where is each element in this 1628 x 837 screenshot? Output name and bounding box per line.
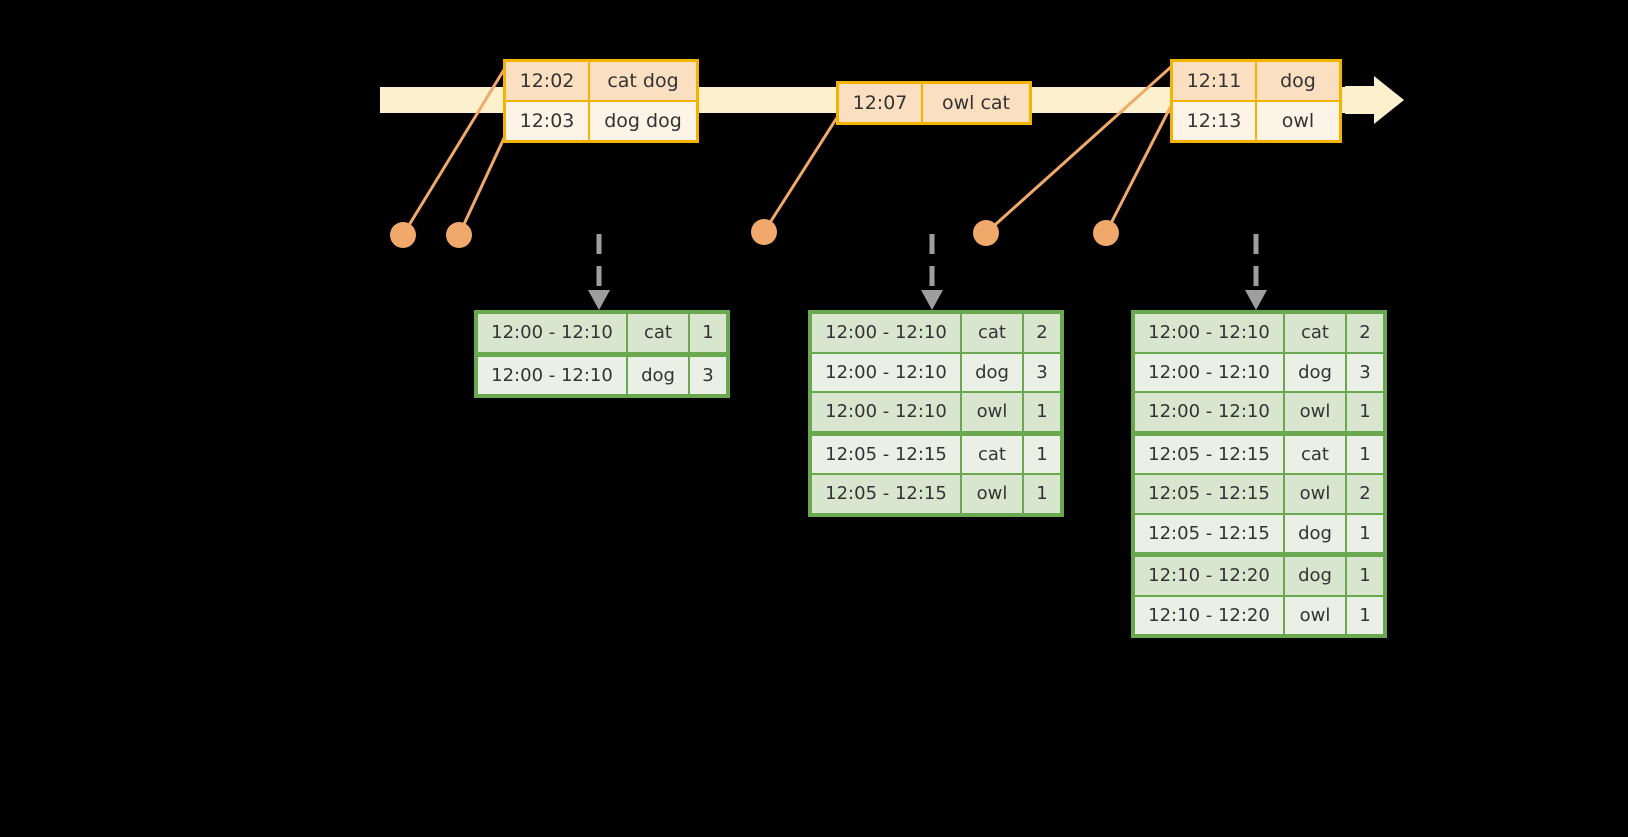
cell-word: cat (1285, 435, 1345, 473)
cell-window: 12:00 - 12:10 (812, 393, 960, 431)
dashed-arrow-2 (921, 234, 943, 310)
event-words: owl (1257, 102, 1339, 140)
cell-count: 1 (1347, 514, 1383, 552)
cell-word: owl (1285, 596, 1345, 634)
event-group-2: 12:07 owl cat (836, 81, 1032, 125)
cell-window: 12:00 - 12:10 (812, 314, 960, 352)
cell-window: 12:00 - 12:10 (478, 356, 626, 394)
cell-word: owl (962, 393, 1022, 431)
table-row: 12:00 - 12:10 cat 2 (812, 314, 1060, 354)
cell-window: 12:00 - 12:10 (1135, 314, 1283, 352)
cell-count: 1 (1347, 557, 1383, 595)
table-row: 12:00 - 12:10 owl 1 (1135, 393, 1383, 436)
connector-line-5 (1104, 103, 1174, 234)
event-dot (1093, 220, 1119, 246)
cell-word: owl (962, 475, 1022, 513)
cell-window: 12:00 - 12:10 (1135, 353, 1283, 391)
cell-count: 1 (1347, 435, 1383, 473)
cell-count: 2 (1347, 314, 1383, 352)
cell-window: 12:05 - 12:15 (1135, 514, 1283, 552)
cell-count: 3 (1024, 353, 1060, 391)
event-words: dog (1257, 62, 1339, 100)
cell-window: 12:05 - 12:15 (1135, 435, 1283, 473)
cell-window: 12:05 - 12:15 (812, 435, 960, 473)
table-row: 12:00 - 12:10 owl 1 (812, 393, 1060, 436)
cell-window: 12:00 - 12:10 (812, 353, 960, 391)
cell-window: 12:00 - 12:10 (478, 314, 626, 352)
event-words: dog dog (590, 102, 696, 140)
event-group-1: 12:02 cat dog 12:03 dog dog (503, 59, 699, 143)
cell-count: 1 (1024, 475, 1060, 513)
table-row: 12:05 - 12:15 owl 1 (812, 475, 1060, 513)
cell-count: 1 (690, 314, 726, 352)
result-table-2: 12:00 - 12:10 cat 2 12:00 - 12:10 dog 3 … (808, 310, 1064, 517)
event-words: cat dog (590, 62, 696, 100)
table-row: 12:05 - 12:15 cat 1 (812, 435, 1060, 476)
result-table-1: 12:00 - 12:10 cat 1 12:00 - 12:10 dog 3 (474, 310, 730, 398)
table-row: 12:10 - 12:20 dog 1 (1135, 557, 1383, 597)
cell-window: 12:10 - 12:20 (1135, 557, 1283, 595)
cell-word: owl (1285, 393, 1345, 431)
event-dot (751, 219, 777, 245)
cell-word: dog (1285, 557, 1345, 595)
cell-word: cat (1285, 314, 1345, 352)
event-row: 12:03 dog dog (506, 100, 696, 140)
connector-line-2 (457, 135, 507, 236)
cell-count: 1 (1347, 393, 1383, 431)
cell-count: 1 (1024, 393, 1060, 431)
event-time: 12:11 (1173, 62, 1257, 100)
event-dot (390, 222, 416, 248)
cell-window: 12:05 - 12:15 (1135, 475, 1283, 513)
cell-word: dog (1285, 514, 1345, 552)
event-words: owl cat (923, 84, 1029, 122)
cell-count: 1 (1024, 435, 1060, 473)
event-group-3: 12:11 dog 12:13 owl (1170, 59, 1342, 143)
connector-line-3 (762, 115, 840, 233)
event-time: 12:07 (839, 84, 923, 122)
event-dot (446, 222, 472, 248)
table-row: 12:00 - 12:10 cat 2 (1135, 314, 1383, 354)
event-row: 12:02 cat dog (506, 62, 696, 100)
cell-count: 3 (1347, 353, 1383, 391)
event-dot (973, 220, 999, 246)
table-row: 12:00 - 12:10 dog 3 (812, 353, 1060, 394)
table-row: 12:10 - 12:20 owl 1 (1135, 596, 1383, 634)
cell-window: 12:10 - 12:20 (1135, 596, 1283, 634)
cell-count: 3 (690, 356, 726, 394)
table-row: 12:05 - 12:15 dog 1 (1135, 514, 1383, 558)
cell-count: 2 (1024, 314, 1060, 352)
table-row: 12:05 - 12:15 owl 2 (1135, 475, 1383, 515)
cell-word: cat (962, 314, 1022, 352)
table-row: 12:00 - 12:10 dog 3 (478, 356, 726, 394)
event-row: 12:13 owl (1173, 100, 1339, 140)
cell-window: 12:00 - 12:10 (1135, 393, 1283, 431)
cell-count: 1 (1347, 596, 1383, 634)
cell-word: cat (962, 435, 1022, 473)
table-row: 12:00 - 12:10 cat 1 (478, 314, 726, 357)
table-row: 12:00 - 12:10 dog 3 (1135, 353, 1383, 394)
cell-word: dog (962, 353, 1022, 391)
event-time: 12:02 (506, 62, 590, 100)
event-row: 12:11 dog (1173, 62, 1339, 100)
result-table-3: 12:00 - 12:10 cat 2 12:00 - 12:10 dog 3 … (1131, 310, 1387, 638)
cell-word: owl (1285, 475, 1345, 513)
dashed-arrow-1 (588, 234, 610, 310)
dashed-arrow-3 (1245, 234, 1267, 310)
cell-word: dog (1285, 353, 1345, 391)
event-time: 12:03 (506, 102, 590, 140)
cell-window: 12:05 - 12:15 (812, 475, 960, 513)
cell-count: 2 (1347, 475, 1383, 513)
cell-word: cat (628, 314, 688, 352)
table-row: 12:05 - 12:15 cat 1 (1135, 435, 1383, 476)
event-time: 12:13 (1173, 102, 1257, 140)
cell-word: dog (628, 356, 688, 394)
event-row: 12:07 owl cat (839, 84, 1029, 122)
